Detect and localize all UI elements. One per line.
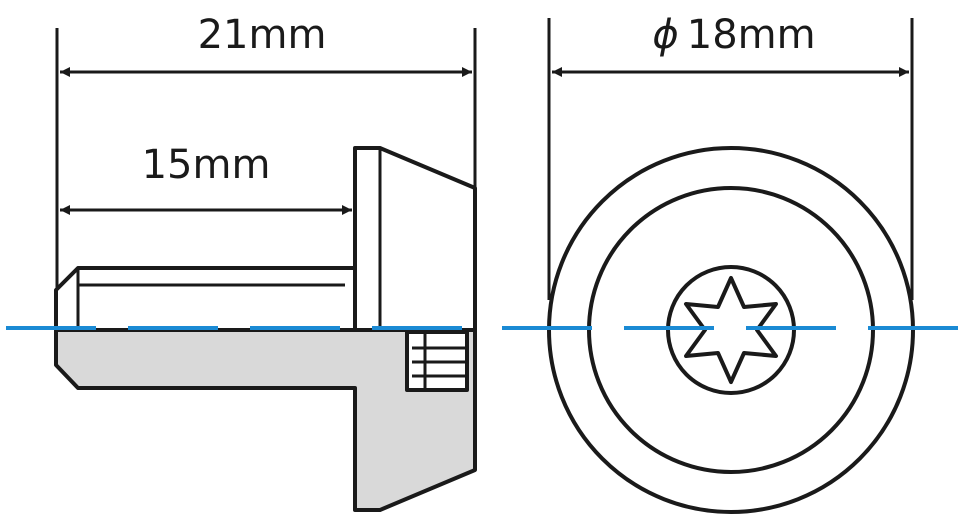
shank-label: 15mm [142,142,271,188]
diameter-value: 18mm [687,12,816,58]
head-outline [353,146,477,330]
length-label: 21mm [198,12,327,58]
shank-outline [54,266,357,330]
side-extension-lines [55,28,477,290]
torx-socket-icon [684,276,778,384]
diameter-symbol: ϕ [652,12,678,58]
section-fill [54,328,477,512]
front-extension-lines [547,18,914,300]
side-view [54,146,477,512]
